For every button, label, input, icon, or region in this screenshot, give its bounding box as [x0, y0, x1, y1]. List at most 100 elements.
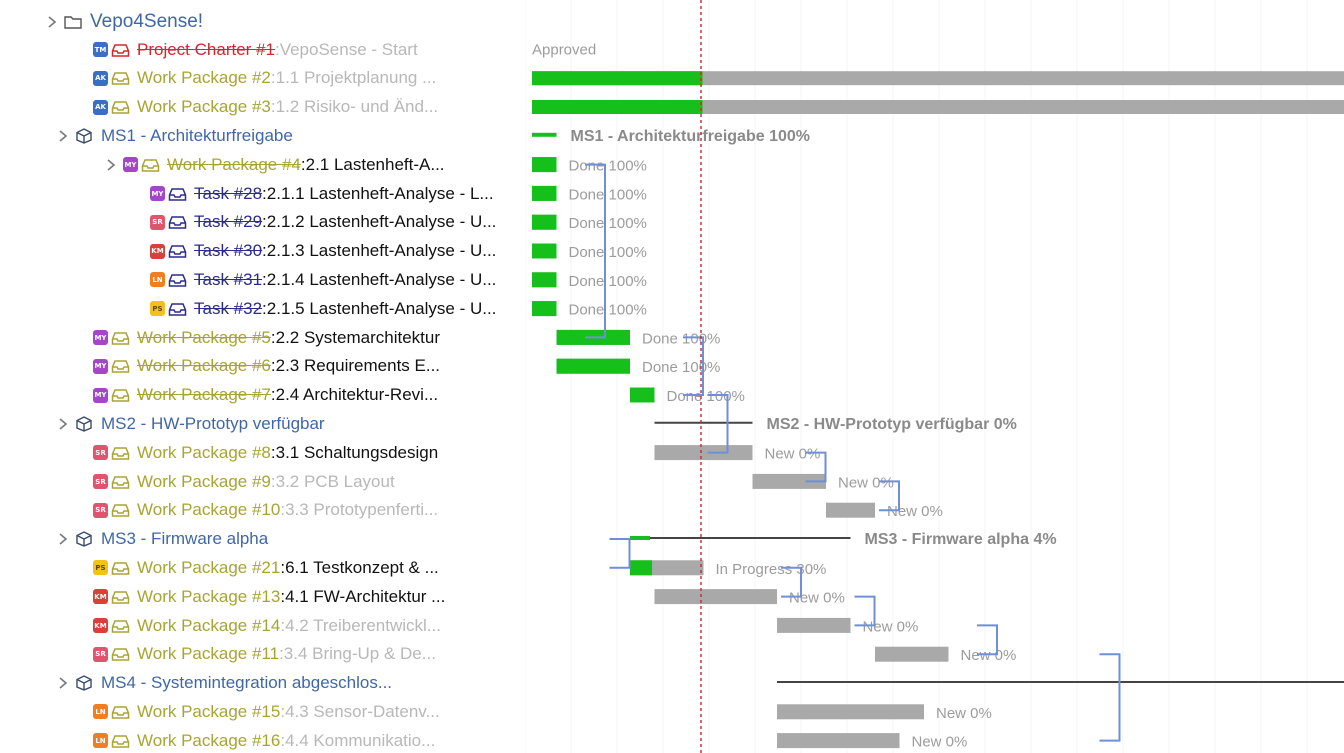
- work-package-link[interactable]: Work Package #6: [137, 356, 271, 376]
- milestone-row[interactable]: MS4 - Systemintegration abgeschlos...: [0, 669, 525, 698]
- work-package-link[interactable]: Work Package #16: [137, 730, 281, 750]
- chevron-right-icon[interactable]: [46, 15, 58, 28]
- work-package-subject[interactable]: 4.4 Kommunikatio...: [285, 730, 436, 750]
- bar-remaining[interactable]: [777, 617, 851, 633]
- bar-done[interactable]: [532, 243, 557, 259]
- milestone-title[interactable]: MS2 - HW-Prototyp verfügbar: [101, 413, 325, 433]
- work-package-subject[interactable]: 4.2 Treiberentwickl...: [285, 615, 441, 635]
- bar-done[interactable]: [532, 185, 557, 201]
- bar-remaining[interactable]: [654, 445, 753, 461]
- work-package-subject[interactable]: 3.3 Prototypenferti...: [285, 500, 439, 520]
- bar-done[interactable]: [532, 157, 557, 173]
- work-package-link[interactable]: Work Package #2: [137, 68, 271, 88]
- work-package-link[interactable]: Task #29: [194, 212, 263, 232]
- work-package-link[interactable]: Work Package #11: [137, 644, 280, 664]
- work-package-subject[interactable]: 2.1 Lastenheft-A...: [305, 154, 445, 174]
- work-package-link[interactable]: Work Package #10: [137, 500, 281, 520]
- work-package-subject[interactable]: 1.1 Projektplanung ...: [275, 68, 437, 88]
- milestone-row[interactable]: MS1 - Architekturfreigabe: [0, 121, 525, 150]
- bar-remaining[interactable]: [826, 502, 875, 518]
- work-package-link[interactable]: Work Package #21: [137, 557, 281, 577]
- chevron-right-icon[interactable]: [57, 130, 69, 142]
- bar-done[interactable]: [532, 301, 557, 317]
- bar-done[interactable]: [556, 358, 631, 374]
- work-package-link[interactable]: Task #31: [194, 269, 263, 289]
- bar-remaining[interactable]: [777, 733, 900, 749]
- work-package-link[interactable]: Work Package #5: [137, 327, 271, 347]
- work-package-subject[interactable]: 2.1.5 Lastenheft-Analyse - U...: [266, 298, 497, 318]
- bar-remaining[interactable]: [654, 589, 778, 605]
- bar-done[interactable]: [532, 71, 703, 86]
- milestone-progress[interactable]: [630, 536, 650, 540]
- bar-remaining[interactable]: [752, 473, 827, 489]
- work-package-subject[interactable]: 2.1.2 Lastenheft-Analyse - U...: [266, 212, 497, 232]
- work-package-subject[interactable]: 2.1.1 Lastenheft-Analyse - L...: [266, 183, 494, 203]
- bar-done[interactable]: [630, 387, 655, 403]
- work-package-link[interactable]: Work Package #14: [137, 615, 281, 635]
- work-package-subject[interactable]: 3.2 PCB Layout: [275, 471, 395, 491]
- milestone-title[interactable]: MS4 - Systemintegration abgeschlos...: [101, 673, 393, 693]
- work-package-link[interactable]: Work Package #7: [137, 385, 271, 405]
- work-package-subject[interactable]: VepoSense - Start: [279, 39, 418, 59]
- bar-done[interactable]: [532, 100, 703, 114]
- bar-done[interactable]: [532, 272, 557, 288]
- bar-remaining[interactable]: [532, 100, 1344, 114]
- work-package-subject[interactable]: 4.1 FW-Architektur ...: [285, 586, 446, 606]
- work-package-subject[interactable]: 2.1.3 Lastenheft-Analyse - U...: [266, 241, 497, 261]
- work-package-link[interactable]: Project Charter #1: [137, 39, 275, 59]
- work-package-link[interactable]: Work Package #4: [167, 154, 301, 174]
- work-package-link[interactable]: Work Package #8: [137, 442, 271, 462]
- work-package-subject[interactable]: 1.2 Risiko- und Änd...: [275, 97, 439, 117]
- work-package-link[interactable]: Task #32: [194, 298, 263, 318]
- bar-done[interactable]: [630, 560, 653, 576]
- project-row[interactable]: Vepo4Sense!: [0, 7, 525, 36]
- milestone-progress[interactable]: [532, 132, 557, 137]
- work-package-link[interactable]: Task #30: [194, 241, 263, 261]
- work-package-link[interactable]: Task #28: [194, 183, 263, 203]
- bar-remaining[interactable]: [875, 646, 949, 662]
- work-package-link[interactable]: Work Package #15: [137, 701, 281, 721]
- work-package-link[interactable]: Work Package #13: [137, 586, 281, 606]
- work-package-subject[interactable]: 2.2 Systemarchitektur: [275, 327, 441, 347]
- work-package-subject[interactable]: 3.4 Bring-Up & De...: [283, 644, 436, 664]
- work-package-subject[interactable]: 4.3 Sensor-Datenv...: [285, 701, 440, 721]
- milestone-title[interactable]: MS1 - Architekturfreigabe: [101, 125, 293, 145]
- work-package-link[interactable]: Work Package #9: [137, 471, 271, 491]
- chevron-right-icon[interactable]: [57, 418, 69, 430]
- milestone-row[interactable]: MS2 - HW-Prototyp verfügbar: [0, 409, 525, 438]
- project-name[interactable]: Vepo4Sense!: [90, 10, 204, 32]
- milestone-title[interactable]: MS3 - Firmware alpha: [101, 529, 269, 549]
- bar-remaining[interactable]: [777, 704, 924, 720]
- milestone-row[interactable]: MS3 - Firmware alpha: [0, 525, 525, 554]
- bar-done[interactable]: [532, 214, 557, 230]
- work-package-subject[interactable]: 2.1.4 Lastenheft-Analyse - U...: [266, 269, 497, 289]
- work-package-link[interactable]: Work Package #3: [137, 97, 271, 117]
- chevron-right-icon[interactable]: [57, 533, 69, 545]
- work-package-subject[interactable]: 6.1 Testkonzept & ...: [285, 557, 439, 577]
- chevron-right-icon[interactable]: [57, 677, 69, 689]
- bar-remaining[interactable]: [532, 71, 1344, 86]
- chevron-right-icon[interactable]: [105, 159, 117, 171]
- work-package-subject[interactable]: 3.1 Schaltungsdesign: [275, 442, 439, 462]
- work-package-subject[interactable]: 2.3 Requirements E...: [275, 356, 441, 376]
